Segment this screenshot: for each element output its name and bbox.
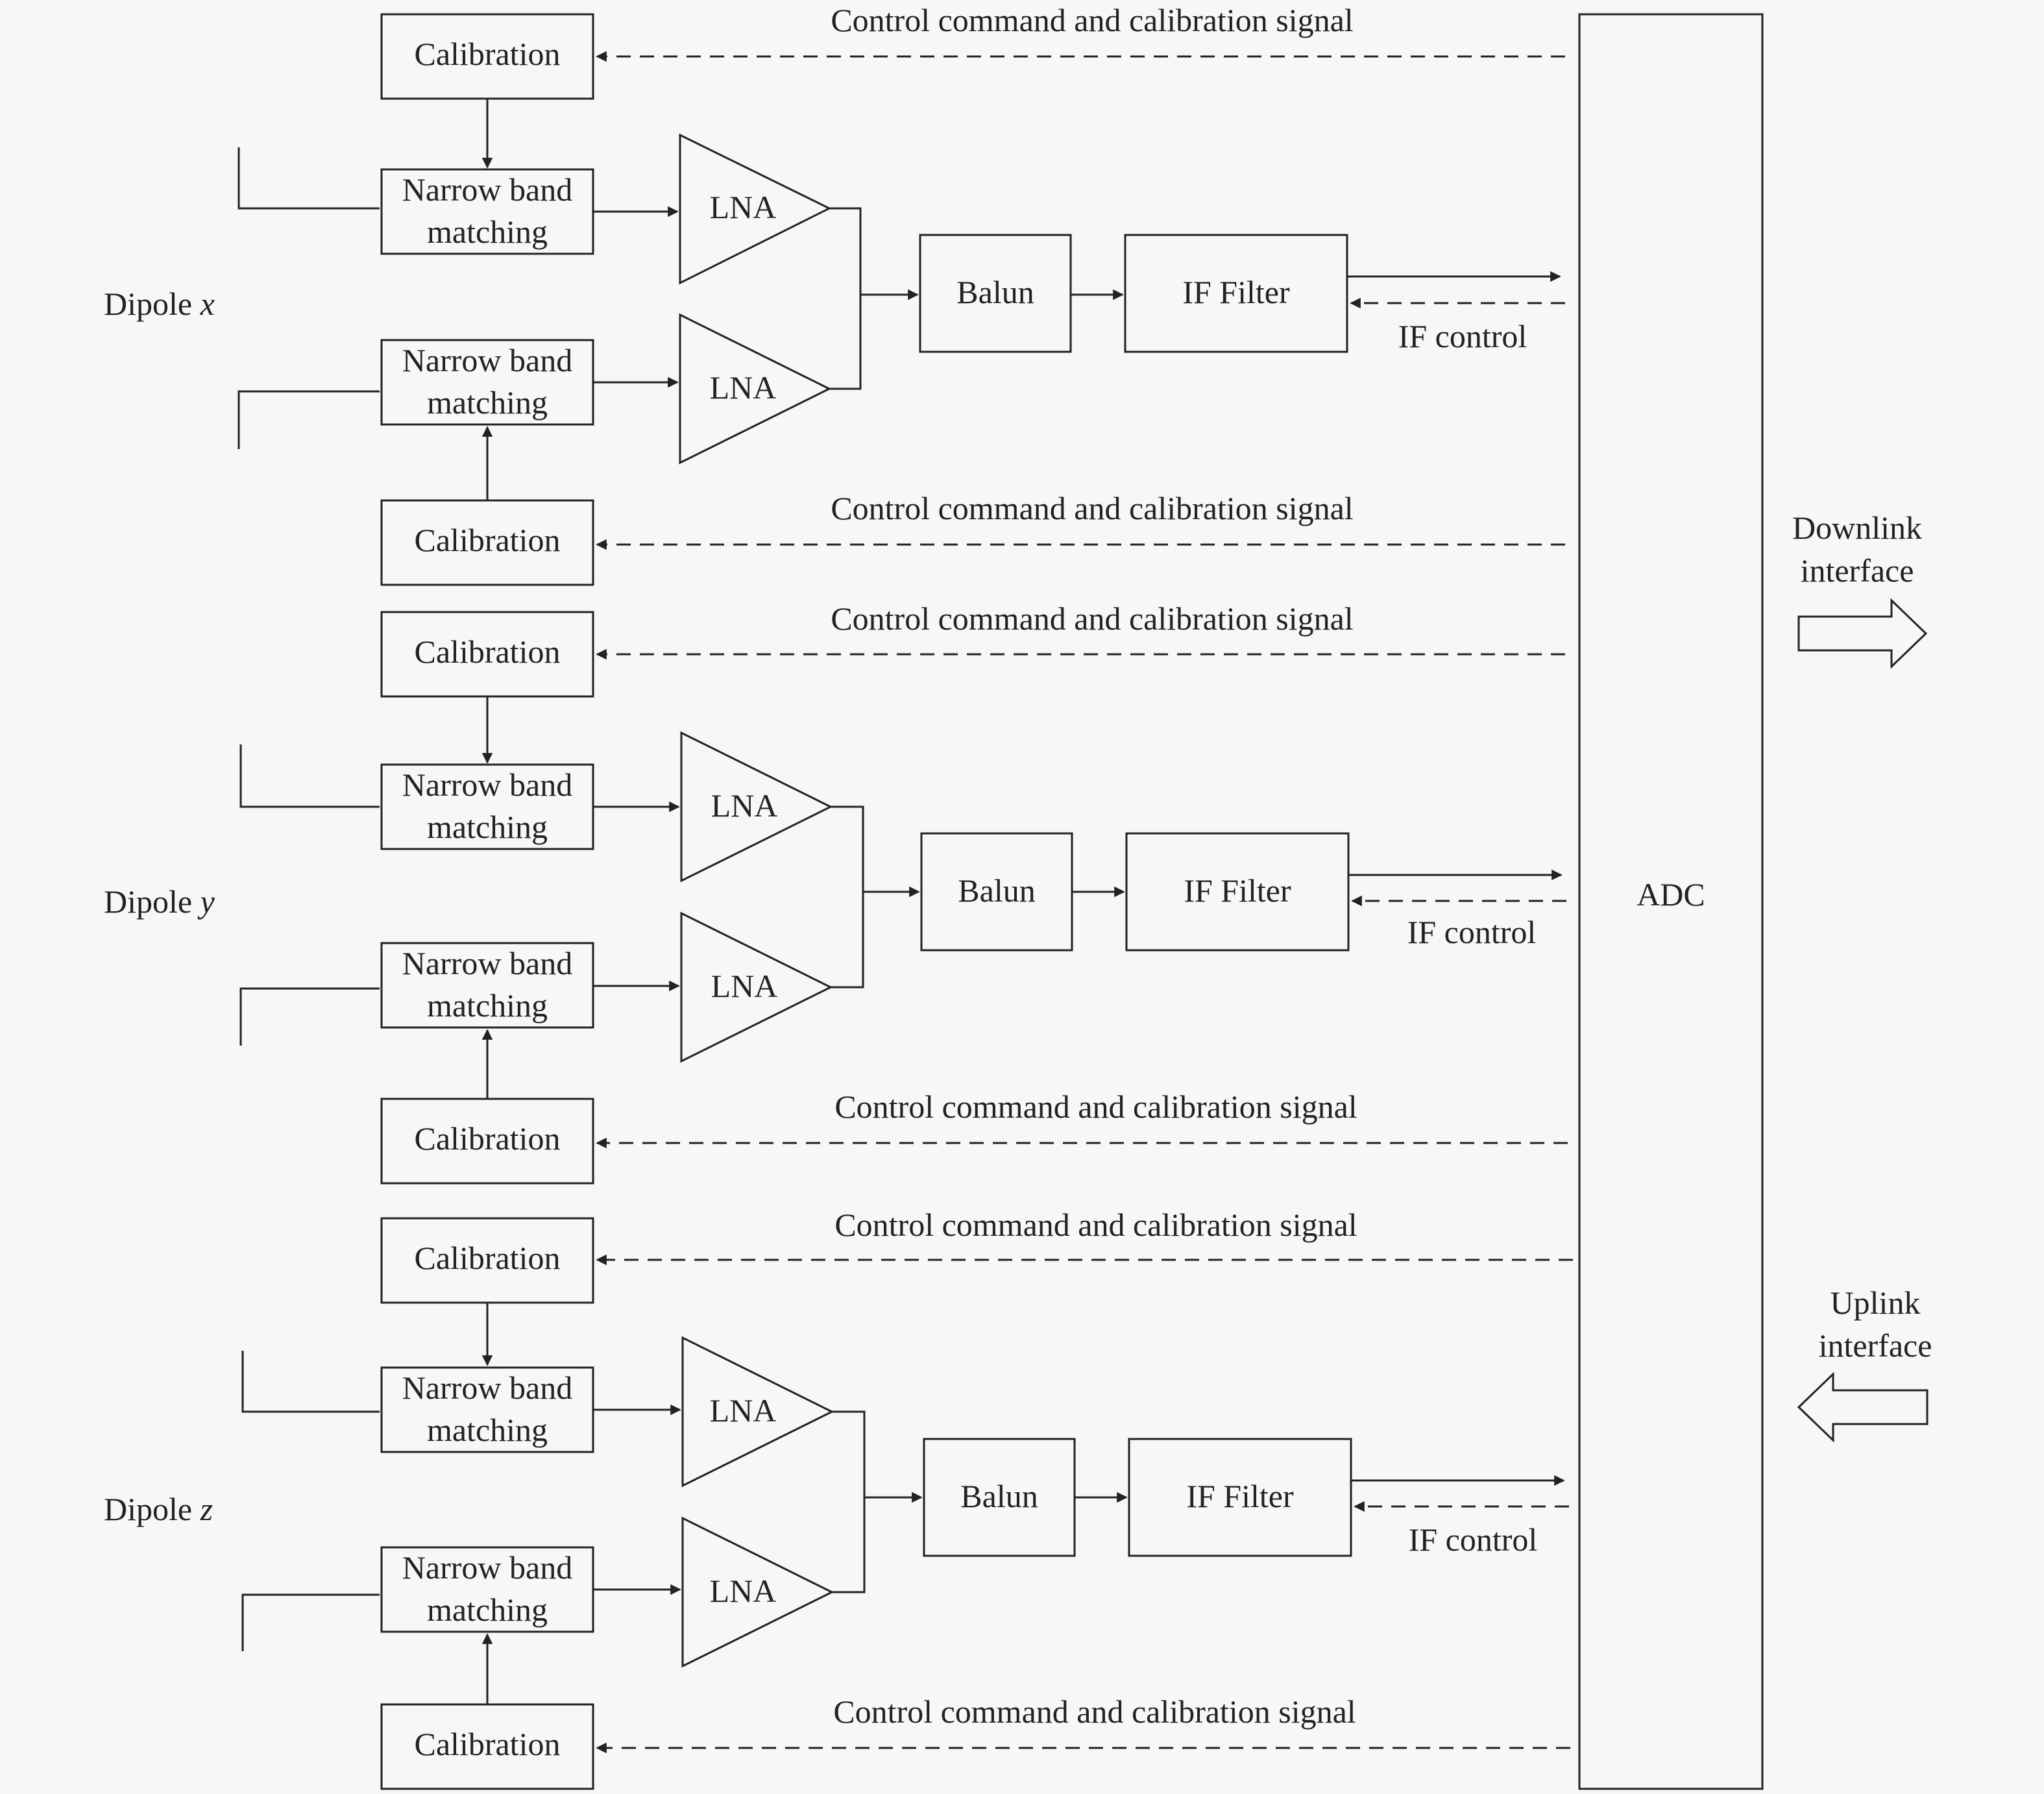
- dipole-antenna-arm: [237, 147, 380, 210]
- lna-label: LNA: [711, 968, 778, 1004]
- adc-label: ADC: [1636, 876, 1705, 913]
- lna-label: LNA: [710, 1392, 777, 1429]
- narrow-band-label-line2: matching: [427, 987, 548, 1024]
- lna-combiner-line: [831, 805, 864, 989]
- narrow-band-matching-block: [380, 1366, 594, 1453]
- narrow-band-label-line1: Narrow band: [402, 1370, 572, 1406]
- if-filter-label: IF Filter: [1182, 274, 1290, 310]
- balun-block: [920, 832, 1073, 952]
- narrow-band-label-line1: Narrow band: [402, 1549, 572, 1586]
- calibration-label: Calibration: [415, 522, 561, 558]
- adc-block: [1578, 13, 1764, 1790]
- narrow-band-label-line2: matching: [427, 809, 548, 845]
- dipole-antenna-arm: [239, 744, 380, 808]
- control-signal-label: Control command and calibration signal: [834, 1088, 1357, 1125]
- balun-label: Balun: [958, 872, 1035, 909]
- narrow-band-label-line1: Narrow band: [402, 342, 572, 378]
- uplink-label-line1: Uplink: [1831, 1284, 1921, 1321]
- calibration-block: [380, 499, 594, 586]
- control-signal-label: Control command and calibration signal: [831, 600, 1353, 637]
- downlink-label-line2: interface: [1801, 552, 1914, 589]
- balun-block: [919, 234, 1072, 353]
- dipole-y-group: Calibration Control command and calibrat…: [104, 600, 1568, 1185]
- if-filter-label: IF Filter: [1184, 872, 1291, 909]
- if-control-label: IF control: [1407, 914, 1537, 950]
- control-signal-label: Control command and calibration signal: [834, 1207, 1357, 1243]
- dipole-antenna-arm: [241, 1593, 380, 1651]
- narrow-band-label-line1: Narrow band: [402, 171, 572, 208]
- if-control-label: IF control: [1409, 1521, 1538, 1558]
- narrow-band-label-line1: Narrow band: [402, 945, 572, 981]
- if-control-label: IF control: [1398, 318, 1527, 354]
- lna-triangle: [680, 911, 833, 1063]
- narrow-band-matching-block: [380, 763, 594, 850]
- lna-label: LNA: [710, 189, 777, 225]
- calibration-block: [380, 13, 594, 100]
- control-signal-label: Control command and calibration signal: [831, 490, 1353, 526]
- balun-label: Balun: [960, 1478, 1038, 1514]
- if-filter-block: [1125, 832, 1350, 952]
- narrow-band-label-line2: matching: [427, 214, 548, 250]
- lna-triangle: [681, 1336, 834, 1488]
- if-filter-block: [1124, 234, 1348, 353]
- lna-label: LNA: [710, 369, 777, 406]
- narrow-band-label-line2: matching: [427, 1412, 548, 1448]
- lna-combiner-line: [829, 207, 862, 390]
- lna-triangle: [681, 1516, 834, 1668]
- if-filter-label: IF Filter: [1186, 1478, 1294, 1514]
- dipole-antenna-arm: [241, 1351, 380, 1413]
- calibration-block: [380, 1217, 594, 1304]
- calibration-block: [380, 1703, 594, 1790]
- narrow-band-matching-block: [380, 339, 594, 426]
- lna-label: LNA: [710, 1573, 777, 1609]
- dipole-antenna-arm: [239, 987, 380, 1046]
- balun-label: Balun: [956, 274, 1034, 310]
- narrow-band-label-line2: matching: [427, 384, 548, 421]
- balun-block: [923, 1438, 1076, 1557]
- lna-label: LNA: [711, 787, 778, 824]
- downlink-label-line1: Downlink: [1792, 510, 1922, 546]
- calibration-block: [380, 1098, 594, 1185]
- dipole-x-group: Calibration Control command and calibrat…: [104, 2, 1565, 586]
- control-signal-label: Control command and calibration signal: [831, 2, 1353, 38]
- uplink-label-line2: interface: [1819, 1327, 1932, 1364]
- downlink-arrow-icon: [1797, 598, 1928, 669]
- uplink-arrow-icon: [1797, 1371, 1928, 1443]
- lna-triangle: [679, 313, 832, 465]
- lna-triangle: [679, 133, 832, 285]
- dipole-label: Dipole y: [104, 883, 215, 920]
- calibration-label: Calibration: [415, 1120, 561, 1157]
- lna-combiner-line: [832, 1410, 866, 1593]
- calibration-label: Calibration: [415, 36, 561, 72]
- narrow-band-label-line1: Narrow band: [402, 767, 572, 803]
- dipole-label: Dipole z: [104, 1491, 213, 1527]
- narrow-band-matching-block: [380, 1546, 594, 1633]
- narrow-band-label-line2: matching: [427, 1591, 548, 1628]
- control-signal-label: Control command and calibration signal: [833, 1693, 1356, 1730]
- if-filter-block: [1128, 1438, 1352, 1557]
- dipole-label: Dipole x: [104, 286, 215, 322]
- calibration-label: Calibration: [415, 1726, 561, 1762]
- narrow-band-matching-block: [380, 942, 594, 1029]
- dipole-antenna-arm: [237, 390, 380, 449]
- lna-triangle: [680, 731, 833, 883]
- calibration-label: Calibration: [415, 633, 561, 670]
- calibration-label: Calibration: [415, 1240, 561, 1276]
- dipole-z-group: Calibration Control command and calibrat…: [104, 1207, 1573, 1790]
